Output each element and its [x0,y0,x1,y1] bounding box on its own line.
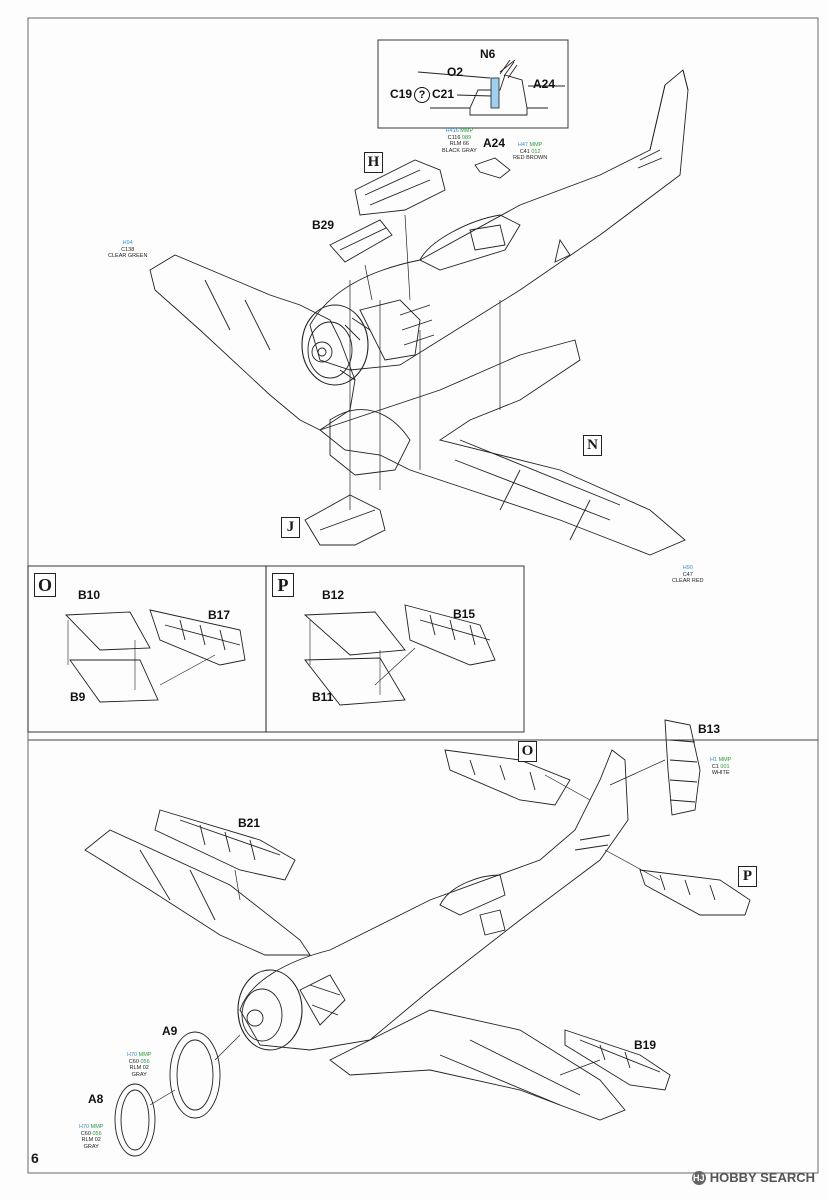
part-label-b10: B10 [78,588,101,602]
part-label-b29: B29 [312,218,335,232]
part-label-b13: B13 [698,722,721,736]
part-label-b15: B15 [453,607,476,621]
callout-box-j: J [281,517,300,538]
callout-box-h: H [364,152,383,173]
part-label-c19: C19?C21 [390,87,454,103]
part-label-a9: A9 [162,1024,178,1038]
paint-tag-clear-green: H94 C138 CLEAR GREEN [108,240,148,259]
part-label-b9: B9 [70,690,86,704]
hobbysearch-logo-icon: HJ [691,1170,706,1185]
part-label-a8: A8 [88,1092,104,1106]
c21-text: C21 [432,87,455,101]
page-number: 6 [31,1150,39,1166]
watermark: HJ HOBBY SEARCH [691,1170,815,1185]
part-label-o2: O2 [447,65,464,79]
inset-frame [377,39,569,129]
substep-box-o: O [34,573,56,597]
substep-p-frame [265,565,525,733]
top-fuselage [301,69,689,386]
part-label-b21: B21 [238,816,261,830]
substep-o-frame [27,565,267,733]
option-mark-icon: ? [414,87,431,103]
part-label-b19: B19 [634,1038,657,1052]
part-label-a24-inset: A24 [533,77,556,91]
part-label-n6: N6 [480,47,496,61]
c19-text: C19 [390,87,413,101]
paint-tag-rlm02-gray-a8: H70 MMP C60 056 RLM 02 GRAY [79,1124,104,1150]
bottom-fuselage [237,749,629,1051]
part-label-b17: B17 [208,608,231,622]
paint-tag-clear-red: H90 C47 CLEAR RED [672,565,704,584]
substep-box-p: P [272,573,294,597]
top-wings [149,254,686,556]
bottom-wings [84,829,626,1121]
callout-box-o: O [518,741,537,762]
paint-tag-black-gray: H416 MMP C116 089 RLM 66 BLACK GRAY [442,128,477,154]
paint-tag-white: H1 MMP C1 001 WHITE [710,757,732,776]
callout-box-n: N [583,435,602,456]
part-label-b12: B12 [322,588,345,602]
callout-box-p: P [738,866,757,887]
paint-tag-red-brown: H47 MMP C41 012 RED BROWN [513,142,548,161]
paint-tag-rlm02-gray-a9: H70 MMP C60 056 RLM 02 GRAY [127,1052,152,1078]
part-label-b11: B11 [312,690,334,704]
part-label-a24: A24 [483,136,506,150]
watermark-text: HOBBY SEARCH [709,1170,815,1185]
